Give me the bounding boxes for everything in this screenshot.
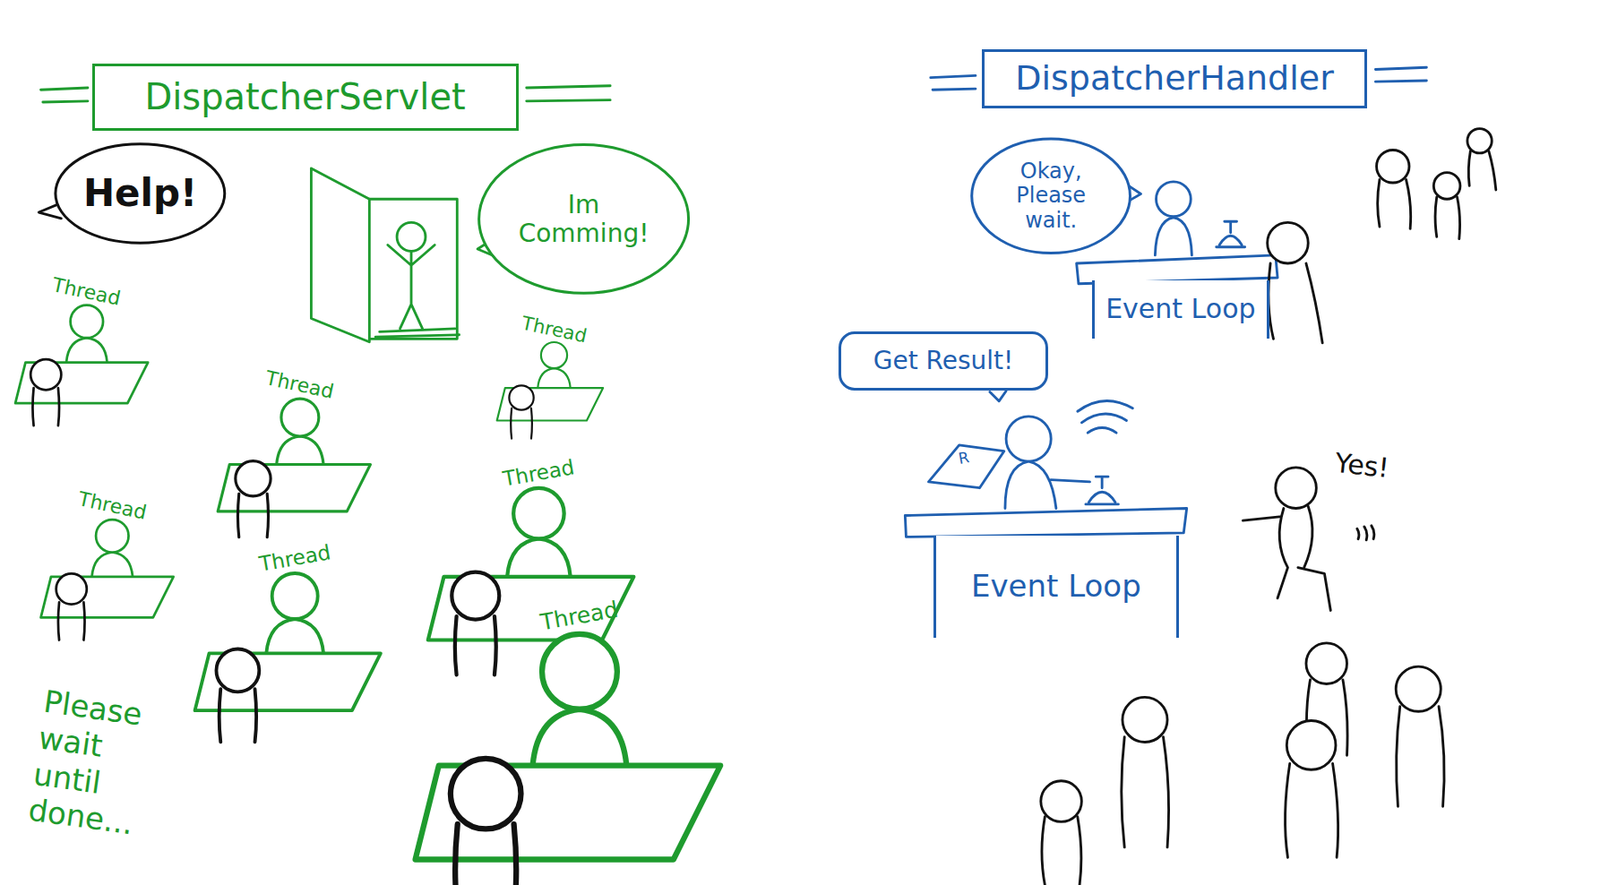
bubble-tail bbox=[989, 390, 1007, 401]
thread-label: Thread bbox=[51, 273, 124, 310]
event-loop-counter: Event Loop bbox=[933, 535, 1179, 638]
speech-bubble: Im Comming! bbox=[475, 142, 692, 296]
reception-counter bbox=[904, 400, 1187, 537]
crowd bbox=[1040, 643, 1445, 885]
door-figure bbox=[310, 168, 459, 343]
node-text: Event Loop bbox=[971, 568, 1142, 604]
node-text: DispatcherServlet bbox=[144, 76, 465, 118]
speech-bubble: Okay, Please wait. bbox=[969, 137, 1133, 256]
event-loop-counter: Event Loop bbox=[1092, 280, 1269, 339]
waiting-people bbox=[1376, 129, 1497, 240]
tablet-letter: R bbox=[957, 448, 972, 468]
thread-label: Thread bbox=[264, 366, 337, 404]
title-banner: DispatcherServlet bbox=[92, 63, 519, 131]
running-person bbox=[1242, 467, 1375, 611]
note-text: Please wait until done... bbox=[25, 683, 151, 844]
node-text: Get Result! bbox=[873, 346, 1015, 376]
exclamation: Yes! bbox=[1333, 447, 1392, 485]
node-text: DispatcherHandler bbox=[1015, 59, 1334, 99]
thread-label: Thread bbox=[76, 487, 149, 525]
thread-desks bbox=[15, 305, 721, 885]
title-banner: DispatcherHandler bbox=[981, 49, 1368, 109]
node-text: Im Comming! bbox=[512, 190, 656, 249]
speech-bubble: Get Result! bbox=[838, 331, 1049, 391]
thread-label: Thread bbox=[538, 597, 620, 637]
node-text: Event Loop bbox=[1105, 293, 1256, 326]
thread-label: Thread bbox=[501, 455, 577, 491]
customer bbox=[1267, 222, 1324, 343]
node-text: Okay, Please wait. bbox=[1001, 159, 1101, 234]
thread-label: Thread bbox=[257, 540, 333, 577]
speech-bubble: Help! bbox=[52, 142, 228, 245]
node-text: Help! bbox=[83, 172, 198, 216]
thread-label: Thread bbox=[519, 312, 589, 348]
